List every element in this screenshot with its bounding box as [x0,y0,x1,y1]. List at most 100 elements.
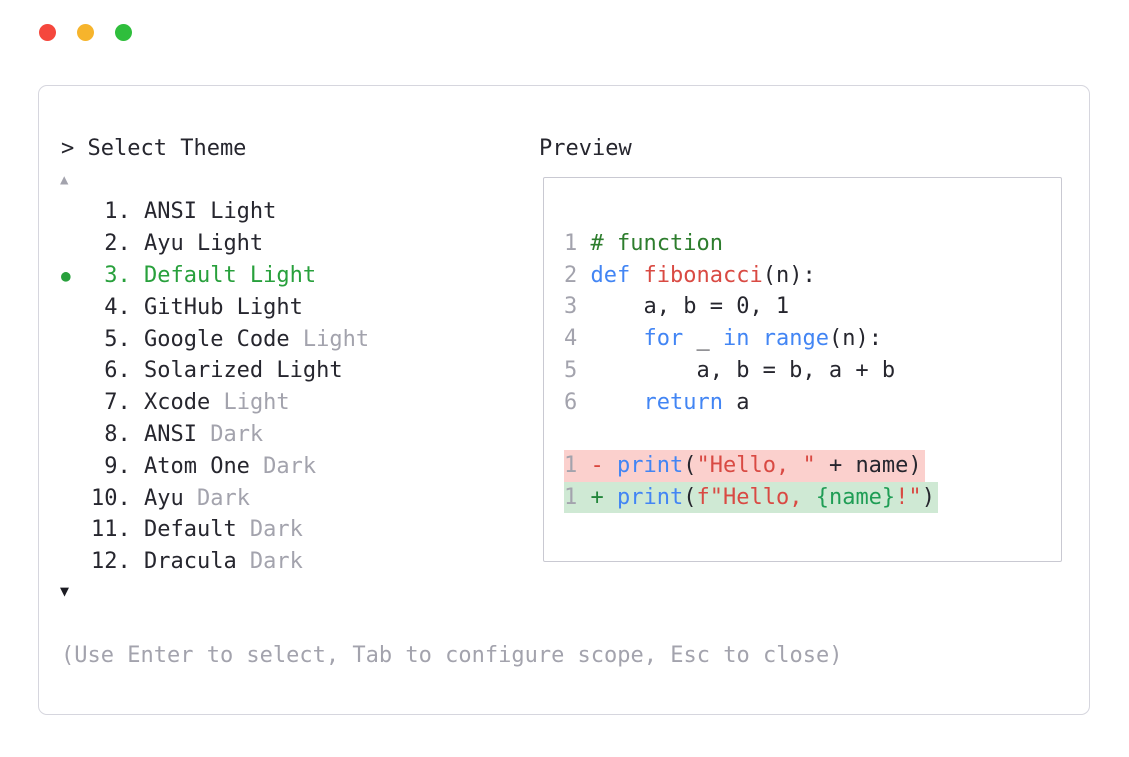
theme-item-variant: Dark [236,549,303,575]
code-token: f"Hello, [696,484,816,510]
code-token: a [722,389,750,415]
code-token: for [643,326,684,352]
code-line: 3 a, b = 0, 1 [564,291,1061,323]
theme-item-name: Default [143,517,237,543]
theme-item-variant: Light [289,326,370,352]
minimize-button[interactable] [77,24,94,41]
code-token [591,326,644,351]
code-token: in [722,326,750,352]
theme-item-name: Ayu Light [143,231,264,257]
theme-item-ayu-dark[interactable]: 10. Ayu Dark [61,482,369,514]
theme-item-name: Dracula [143,549,237,575]
theme-item-name: Google Code [143,326,290,352]
code-token: 6 [564,389,591,415]
code-line [564,418,1061,450]
code-token: "Hello, " [696,452,816,478]
theme-item-dracula-dark[interactable]: 12. Dracula Dark [61,546,369,578]
theme-item-ansi-dark[interactable]: 8. ANSI Dark [61,419,369,451]
theme-item-number: 7. [104,390,131,416]
theme-item-github-light[interactable]: 4. GitHub Light [61,291,369,323]
code-token: return [643,389,723,415]
diff-line-added: 1 + print(f"Hello, {name}!") [564,481,938,514]
code-token: (n): [762,262,816,288]
code-token: # function [590,231,723,256]
preview-title: Preview [539,136,632,161]
code-line: 2 def fibonacci(n): [564,260,1061,292]
code-token: a, b = b, a + b [590,357,896,383]
theme-item-atom-one-dark[interactable]: 9. Atom One Dark [61,450,369,482]
scroll-up-icon[interactable]: ▲ [60,172,69,188]
theme-item-name: ANSI Light [143,199,277,225]
theme-item-google-code-light[interactable]: 5. Google Code Light [61,323,369,355]
code-token: ) [921,484,935,510]
code-line: 6 return a [564,387,1061,419]
theme-item-ansi-light[interactable]: 1. ANSI Light [61,196,369,228]
code-token: print [617,484,684,510]
theme-item-variant: Light [210,390,290,416]
theme-item-xcode-light[interactable]: 7. Xcode Light [61,387,369,419]
theme-item-ayu-light[interactable]: 2. Ayu Light [61,228,369,260]
theme-item-number: 1. [104,199,131,225]
code-token: 2 [564,262,591,288]
theme-item-number: 2. [104,231,131,257]
code-token [749,326,762,351]
code-token: ( [683,484,697,510]
theme-item-name: Solarized Light [143,358,343,384]
theme-item-name: ANSI [143,421,197,447]
code-token [591,390,644,415]
theme-item-variant: Dark [249,453,317,479]
theme-item-name: Ayu [143,485,184,511]
code-token: (n): [828,326,882,352]
code-token: 5 [564,357,591,383]
scroll-down-icon[interactable]: ▼ [60,582,70,600]
diff-line-removed: 1 - print("Hello, " + name) [564,449,925,482]
code-token: ( [683,452,697,478]
code-token: print [617,452,684,478]
code-token: 1 [564,484,591,510]
code-token: 4 [564,326,591,352]
code-line: 5 a, b = b, a + b [564,355,1061,387]
maximize-button[interactable] [115,24,132,41]
code-token: - [590,452,617,478]
theme-item-name: Xcode [143,390,211,416]
theme-item-number: 11. [91,517,131,543]
theme-item-variant: Dark [183,485,250,511]
code-token: range [762,326,829,352]
selected-dot-icon: ● [61,265,71,285]
code-token: 3 [564,294,591,320]
theme-item-number: 5. [104,326,131,352]
theme-item-number: 3. [104,262,131,288]
code-token: 1 [564,231,591,256]
code-line: 1 # function [564,228,1061,260]
theme-item-default-dark[interactable]: 11. Default Dark [61,514,369,546]
code-token: a, b = 0, 1 [590,294,790,320]
theme-list: 1. ANSI Light 2. Ayu Light ● 3. Default Light 4… [61,196,369,578]
code-line: 4 for _ in range(n): [564,323,1061,355]
theme-item-number: 10. [91,485,131,511]
code-token: + [590,484,617,510]
theme-item-number: 9. [104,453,131,479]
code-token: fibonacci [643,262,763,288]
theme-item-number: 8. [104,421,131,447]
theme-item-variant: Dark [236,517,303,543]
theme-item-name: GitHub Light [143,294,303,320]
code-token: _ [683,326,723,352]
theme-item-number: 4. [104,294,131,320]
theme-item-solarized-light[interactable]: 6. Solarized Light [61,355,369,387]
theme-item-name: Atom One [143,453,250,479]
code-token: 1 [564,452,591,478]
window-controls [39,24,132,41]
code-token: {name} [815,484,896,510]
code-token: !" [895,484,922,510]
theme-item-number: 12. [91,549,131,575]
theme-item-number: 6. [104,358,131,384]
theme-item-default-light[interactable]: ●3.Default Light [61,260,369,292]
code-token: def [590,262,644,288]
close-button[interactable] [39,24,56,41]
keyboard-hints: (Use Enter to select, Tab to configure s… [61,643,843,668]
theme-item-variant: Dark [196,421,264,447]
